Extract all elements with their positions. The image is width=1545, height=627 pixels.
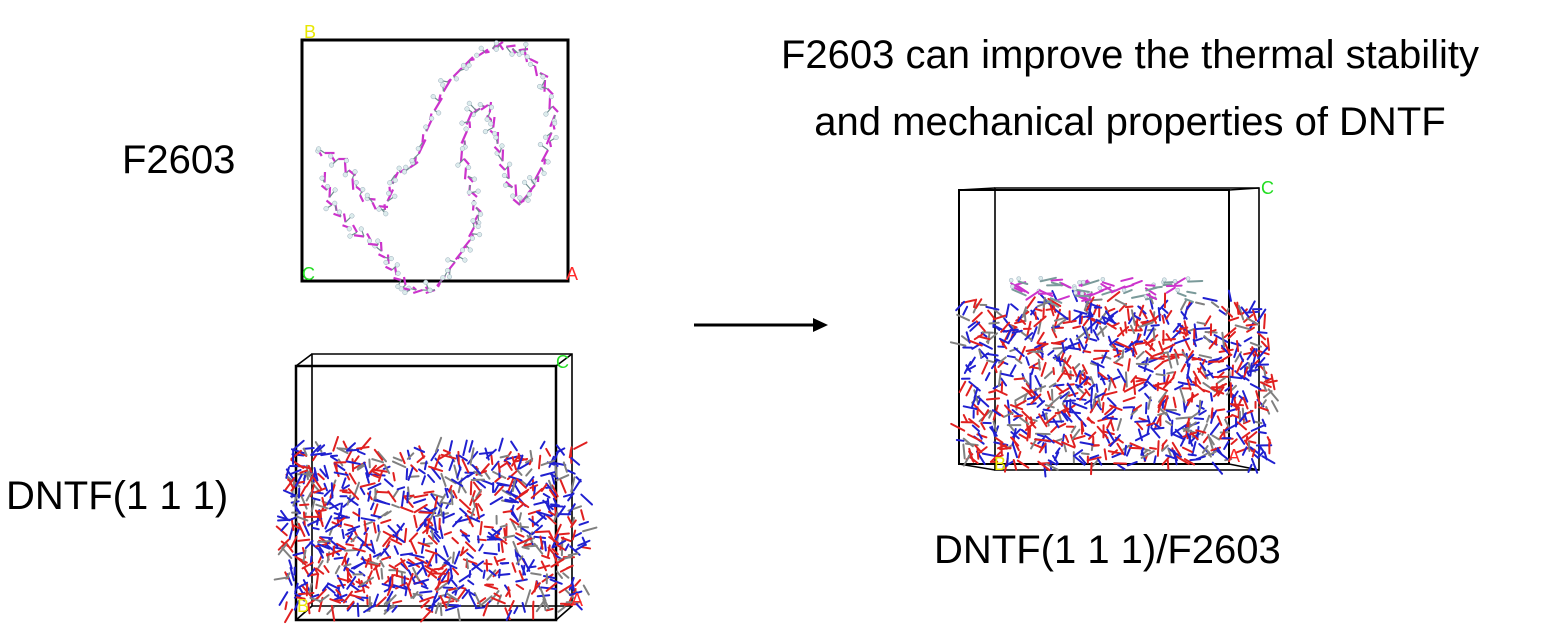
composite-model: C B A xyxy=(949,178,1279,478)
composite-polymer-layer xyxy=(1008,275,1204,308)
dntf-axis-a: A xyxy=(571,590,583,610)
f2603-axis-c: C xyxy=(302,264,315,284)
composite-axis-b: B xyxy=(994,454,1006,474)
composite-crystal-slab xyxy=(949,289,1279,478)
f2603-axis-b: B xyxy=(304,22,316,42)
f2603-model: B C A xyxy=(300,22,578,296)
dntf-axis-b: B xyxy=(297,596,309,616)
dntf-label: DNTF(1 1 1) xyxy=(6,474,229,518)
f2603-cell-box xyxy=(300,38,570,283)
composite-axis-c: C xyxy=(1261,178,1274,198)
dntf-axis-c: C xyxy=(556,352,569,372)
composite-axis-a: A xyxy=(1228,446,1240,466)
transition-arrow xyxy=(694,318,828,332)
f2603-label: F2603 xyxy=(122,138,236,182)
headline-line-2: and mechanical properties of DNTF xyxy=(814,100,1446,144)
headline-line-1: F2603 can improve the thermal stability xyxy=(780,33,1480,77)
dntf-crystal-slab xyxy=(273,435,598,624)
f2603-axis-a: A xyxy=(566,264,578,284)
headline: F2603 can improve the thermal stability … xyxy=(700,22,1545,156)
f2603-polymer-chain xyxy=(315,40,559,296)
composite-label: DNTF(1 1 1)/F2603 xyxy=(934,528,1281,572)
dntf-model: C B A xyxy=(273,352,598,624)
